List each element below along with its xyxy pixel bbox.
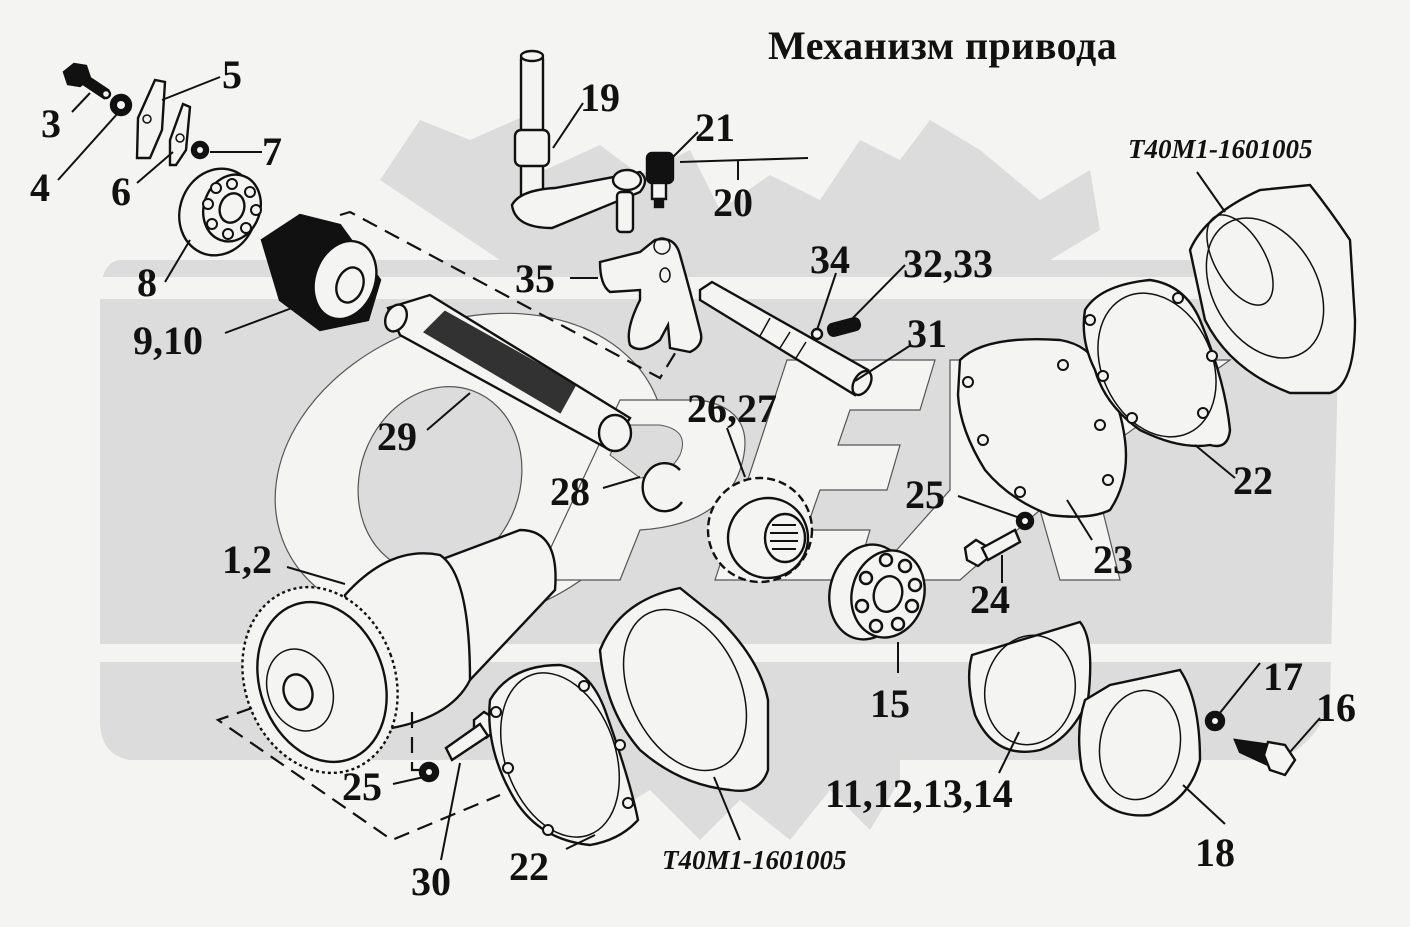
part-housing-right [1188, 183, 1357, 395]
part-shift-fork-35 [598, 237, 703, 354]
callout-19: 19 [580, 75, 620, 120]
callout-3: 3 [41, 101, 61, 146]
callout-32-33: 32,33 [903, 241, 993, 286]
assembly-line-bottom [215, 706, 501, 842]
part-shims-11-14 [967, 620, 1092, 753]
callout-25-left: 25 [342, 764, 382, 809]
part-splined-shaft-29 [383, 293, 633, 453]
part-ball-34 [810, 327, 824, 341]
callout-16: 16 [1316, 685, 1356, 730]
part-bearing-15 [828, 543, 926, 641]
part-washer-25-right [1015, 511, 1035, 531]
part-cover-23 [956, 337, 1128, 518]
leader-lines [57, 76, 1321, 861]
part-gasket-22-left [488, 663, 640, 847]
callout-22-left: 22 [509, 844, 549, 889]
part-washer-17 [1204, 710, 1226, 732]
callout-17: 17 [1263, 654, 1303, 699]
part-nut-7 [190, 140, 210, 160]
callout-11-14: 11,12,13,14 [825, 771, 1013, 816]
callout-31: 31 [907, 311, 947, 356]
part-gasket-22-right [1082, 278, 1232, 448]
part-wire-20 [679, 157, 809, 163]
diagram-title: Механизм привода [768, 23, 1118, 68]
callout-23: 23 [1093, 537, 1133, 582]
part-screw-21 [645, 151, 675, 209]
callout-5: 5 [222, 52, 242, 97]
part-cover-18 [1077, 668, 1202, 817]
callout-18: 18 [1195, 830, 1235, 875]
callout-7: 7 [262, 129, 282, 174]
part-housing-1-2 [241, 528, 557, 775]
callout-21: 21 [695, 105, 735, 150]
callout-25-right: 25 [905, 472, 945, 517]
part-bolt-16 [1233, 738, 1297, 777]
callout-29: 29 [377, 414, 417, 459]
assembly-ref-top: T40M1-1601005 [1128, 134, 1313, 164]
part-plate-5 [135, 78, 167, 160]
assembly-ref-bottom: T40M1-1601005 [662, 845, 847, 875]
callout-20: 20 [713, 180, 753, 225]
part-spring-32-33 [826, 316, 862, 338]
part-housing-bottom [598, 586, 770, 792]
part-rod-31 [698, 280, 873, 397]
callout-22-right: 22 [1233, 458, 1273, 503]
part-bolt-3 [62, 62, 112, 100]
assembly-line-top [339, 210, 681, 380]
part-bearing-8 [178, 167, 262, 257]
part-gear-block-9-10 [260, 213, 382, 332]
callout-9-10: 9,10 [133, 318, 203, 363]
part-shaft-lever-19 [510, 49, 647, 234]
callout-6: 6 [111, 169, 131, 214]
callout-4: 4 [30, 165, 50, 210]
part-bolt-24 [963, 528, 1022, 568]
part-plate-6 [168, 102, 192, 167]
callout-15: 15 [870, 681, 910, 726]
callout-35: 35 [515, 256, 555, 301]
callout-24: 24 [970, 577, 1010, 622]
callout-34: 34 [810, 237, 850, 282]
callout-8: 8 [137, 260, 157, 305]
part-washer-25-left [418, 761, 440, 783]
part-washer-4 [109, 93, 133, 117]
callout-26-27: 26,27 [687, 386, 777, 431]
callout-labels: 3 4 5 6 7 8 9,10 19 21 20 35 34 32,33 31… [30, 52, 1356, 904]
part-gear-26-27 [706, 476, 814, 584]
part-retaining-ring-28 [641, 462, 683, 513]
callout-28: 28 [550, 469, 590, 514]
callout-1-2: 1,2 [222, 537, 272, 582]
callout-30: 30 [411, 859, 451, 904]
